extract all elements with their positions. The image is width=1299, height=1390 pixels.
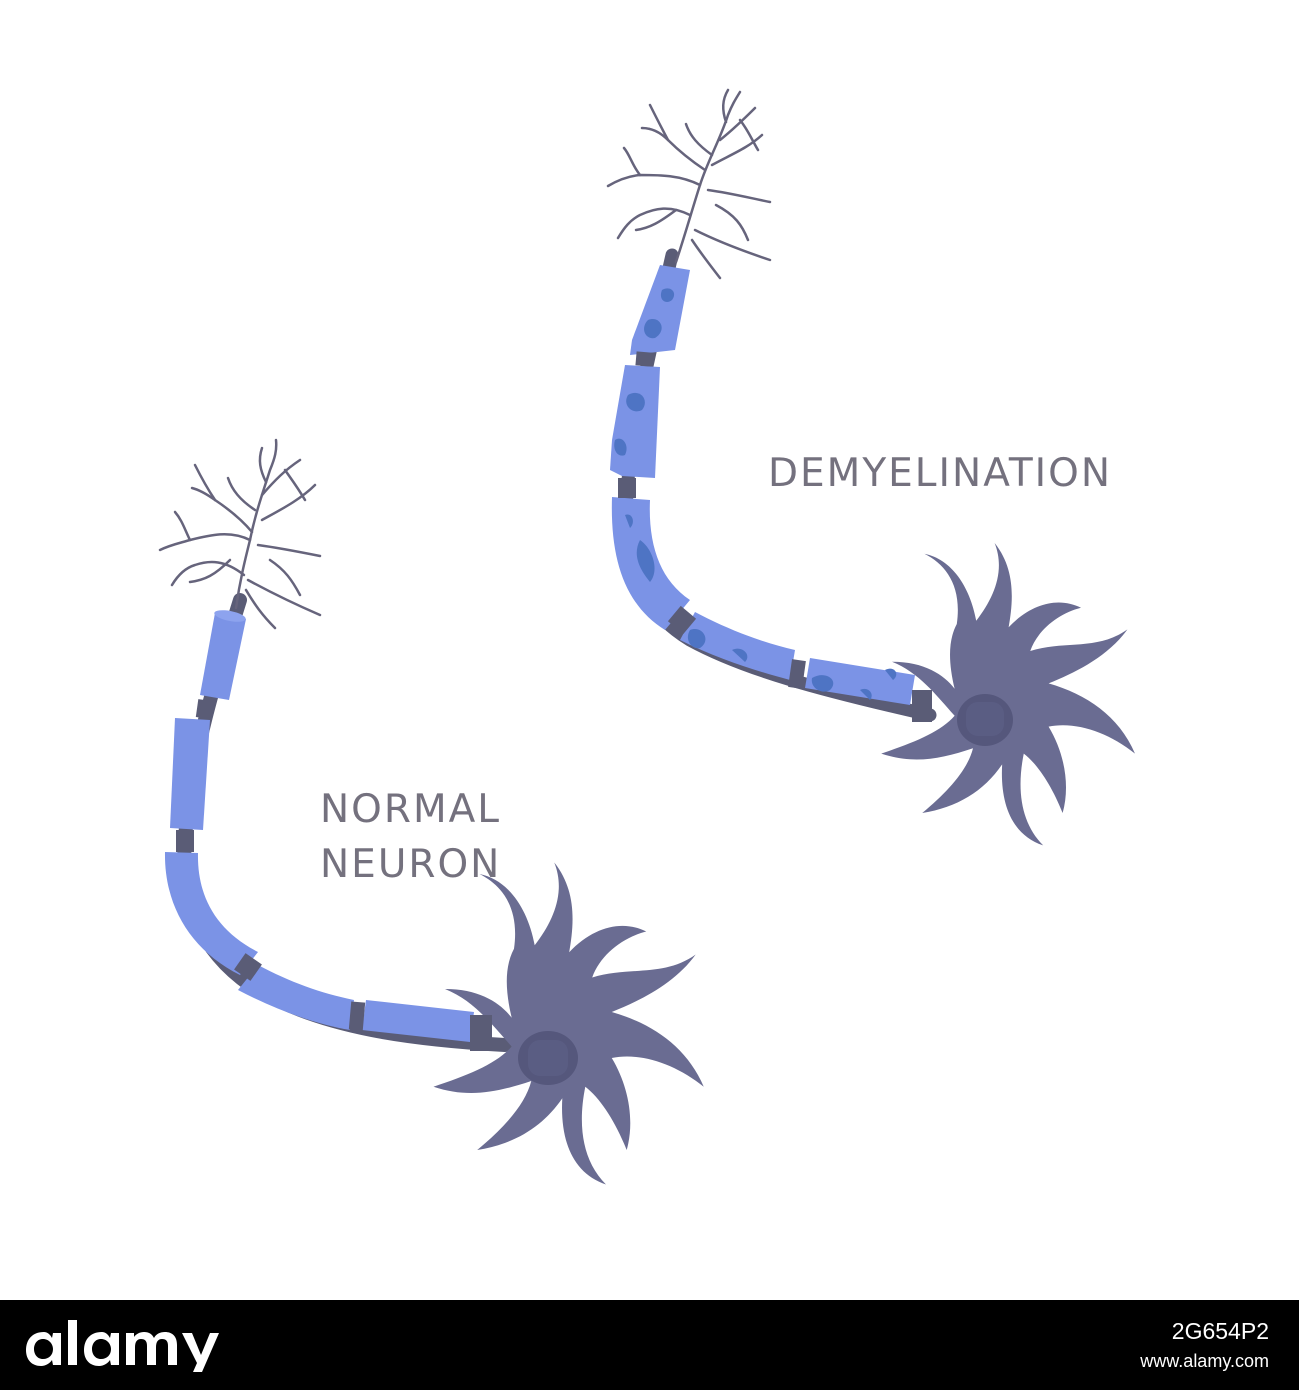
myelin-lesions (614, 288, 897, 700)
normal-myelin-segments (164, 610, 474, 1042)
normal-myelin-segment-1 (200, 613, 246, 700)
demyelination-label: DEMYELINATION (768, 451, 1113, 496)
normal-nodes-of-ranvier (176, 699, 366, 1031)
demyelinated-axon-terminal (606, 88, 772, 280)
normal-myelin-segment-5 (362, 1000, 474, 1042)
demyelinated-myelin-segment-4 (680, 612, 795, 680)
normal-neuron-label-line2: NEURON (320, 842, 502, 887)
demyelinated-myelin-segment-2 (610, 365, 660, 478)
demyelinated-nodes-of-ranvier (618, 351, 806, 689)
demyelinated-myelin-segment-1 (630, 265, 690, 355)
stock-footer: 2G654P2 www.alamy.com (0, 1300, 1299, 1390)
normal-myelin-segment-3 (164, 852, 258, 975)
normal-neuron-label-line1: NORMAL (320, 787, 502, 832)
normal-neuron (158, 438, 704, 1185)
normal-myelin-segment-2 (170, 718, 210, 830)
neuron-illustration (158, 88, 1135, 1185)
demyelinated-myelin-segment-5 (805, 658, 915, 705)
normal-axon-terminal (158, 438, 322, 630)
normal-myelin-segment-4 (238, 965, 354, 1030)
image-id: 2G654P2 (1171, 1318, 1269, 1344)
alamy-logo (26, 1320, 219, 1372)
demyelinated-neuron (606, 88, 1135, 846)
stock-url: www.alamy.com (1140, 1351, 1269, 1371)
